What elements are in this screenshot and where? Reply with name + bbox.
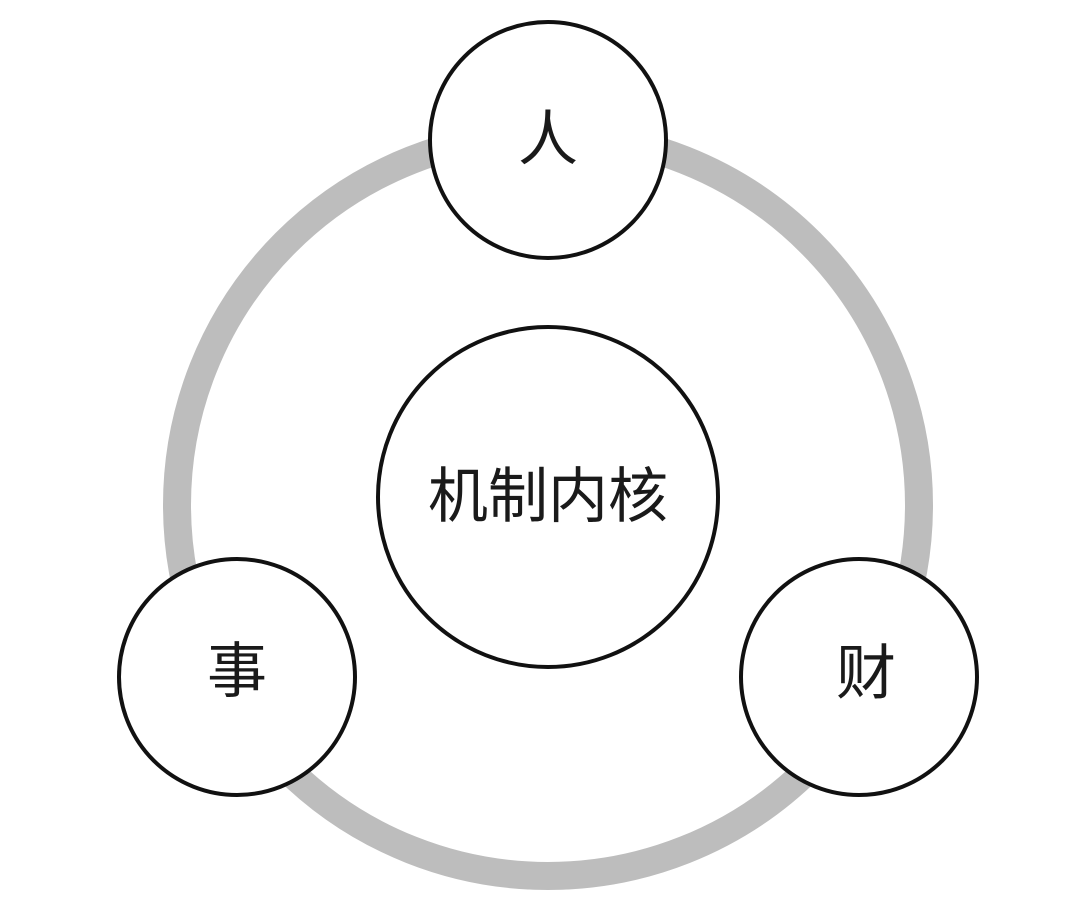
node-right-circle xyxy=(739,557,979,797)
node-right-label: 财 xyxy=(836,639,896,709)
center-circle xyxy=(376,325,720,669)
node-left: 事 xyxy=(117,557,357,797)
node-left-label: 事 xyxy=(207,637,267,707)
node-left-circle xyxy=(117,557,357,797)
center-node: 机制内核 xyxy=(376,325,720,669)
node-top-circle xyxy=(428,20,668,260)
node-top-label: 人 xyxy=(518,105,578,175)
center-label: 机制内核 xyxy=(428,462,668,532)
node-top: 人 xyxy=(428,20,668,260)
node-right: 财 xyxy=(739,557,979,797)
